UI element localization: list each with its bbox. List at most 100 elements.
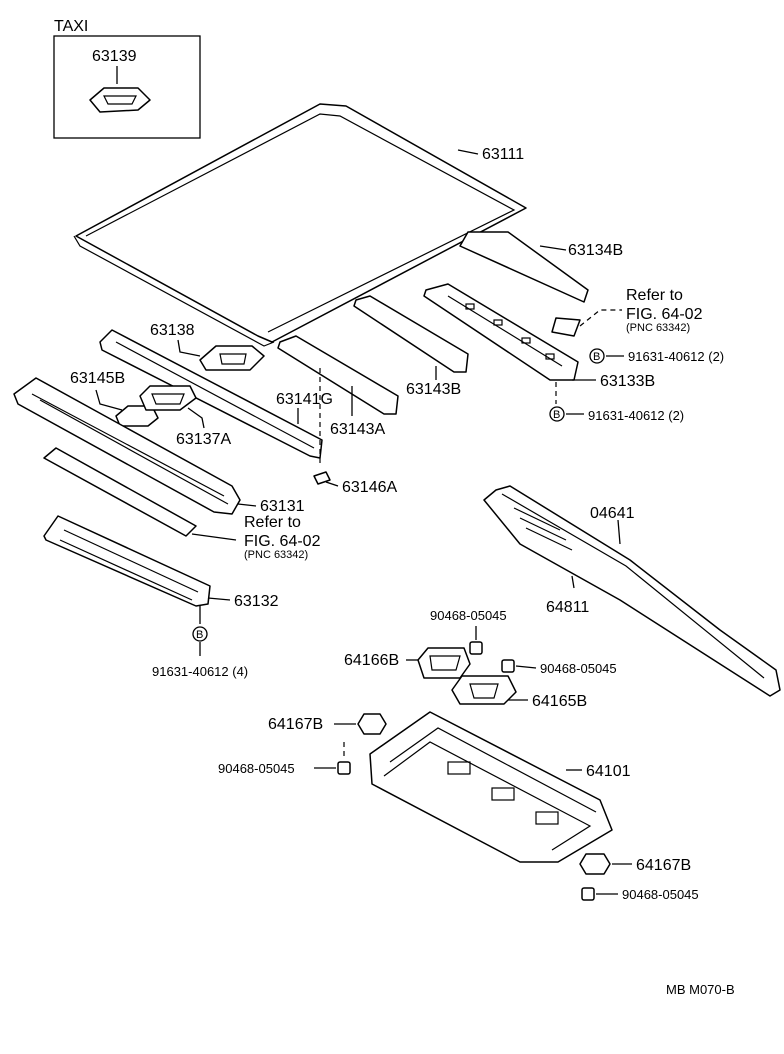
label-nut3: 90468-05045: [218, 761, 295, 776]
label-64166B: 64166B: [344, 652, 399, 669]
part-04641-vent-line: [519, 517, 567, 541]
clip-b-icon: [192, 626, 208, 642]
label-nut1: 90468-05045: [430, 608, 507, 623]
part-64101-back-panel: [369, 711, 613, 863]
part-63133B-rail-line: [447, 295, 563, 367]
label-refer-lower: Refer to: [244, 514, 301, 531]
label-nut4: 90468-05045: [622, 887, 699, 902]
label-pnc-upper: (PNC 63342): [626, 322, 690, 334]
part-64165B: [451, 675, 517, 705]
label-clip1: 91631-40612 (2): [628, 349, 724, 364]
label-64101: 64101: [586, 763, 631, 780]
part-64166B: [417, 647, 471, 679]
part-63133B-hole: [545, 353, 555, 360]
part-64166B-detail: [429, 655, 461, 671]
label-64167B-upper: 64167B: [268, 716, 323, 733]
label-63138: 63138: [150, 322, 195, 339]
leader-04641: [617, 519, 621, 545]
part-63143B-roof-bow: [353, 295, 469, 373]
part-63143A-roof-bow: [277, 335, 399, 415]
part-63132-panel-line: [63, 529, 199, 593]
leader-refer-lower: [191, 533, 237, 541]
part-63131-header-line: [31, 393, 225, 497]
label-64167B-lower: 64167B: [636, 857, 691, 874]
leader-refer-upper: [579, 309, 622, 327]
part-63139-detail: [103, 95, 137, 105]
label-63141G: 63141G: [276, 391, 333, 408]
label-63145B: 63145B: [70, 370, 125, 387]
part-63133B-hole: [465, 303, 475, 310]
part-63146A: [313, 471, 331, 485]
leader-63138: [177, 339, 201, 357]
nut-90468-icon: [469, 641, 483, 655]
part-63111-roof-inner-edge: [85, 113, 516, 333]
nut-90468-icon: [581, 887, 595, 901]
part-64101-opening: [535, 811, 559, 825]
part-63132-panel-line: [59, 539, 193, 601]
label-63143B: 63143B: [406, 381, 461, 398]
part-04641-vent-line: [525, 527, 573, 551]
label-63134B: 63134B: [568, 242, 623, 259]
label-nut2: 90468-05045: [540, 661, 617, 676]
part-64167B-lower: [579, 853, 611, 875]
part-64101-opening: [447, 761, 471, 775]
label-clip2: 91631-40612 (2): [588, 408, 684, 423]
part-63134B-rear-header: [459, 231, 589, 303]
clip-b-icon: [549, 406, 565, 422]
leader-63132: [207, 597, 231, 601]
clip-b-letter: B: [593, 351, 600, 363]
part-64167B-upper: [357, 713, 387, 735]
label-fig-upper: FIG. 64-02: [626, 306, 703, 323]
part-63139: [89, 87, 151, 113]
part-63138-detail: [219, 353, 247, 365]
part-64165B-detail: [469, 683, 499, 699]
label-63132: 63132: [234, 593, 279, 610]
clip-b-letter: B: [196, 629, 203, 641]
clip-b-letter: B: [553, 409, 560, 421]
nut-90468-icon: [501, 659, 515, 673]
leader-63137A: [187, 407, 205, 429]
part-64101-panel-line: [389, 727, 597, 813]
label-63139: 63139: [92, 48, 137, 65]
leader-64811: [571, 575, 575, 589]
part-63137A: [139, 385, 197, 411]
label-63111: 63111: [482, 146, 524, 163]
part-63342-ref-upper: [551, 317, 581, 337]
clip-b-icon: [589, 348, 605, 364]
label-64165B: 64165B: [532, 693, 587, 710]
label-refer-upper: Refer to: [626, 287, 683, 304]
label-64811: 64811: [546, 599, 589, 616]
part-04641-quarter-panel: [483, 485, 781, 697]
part-63133B-hole: [521, 337, 531, 344]
nut-90468-icon: [337, 761, 351, 775]
label-63131: 63131: [260, 498, 305, 515]
part-63111-roof-lip: [73, 235, 275, 347]
leader-nut2: [515, 665, 537, 669]
part-63111-roof-panel: [75, 103, 527, 343]
leader-63145B: [95, 389, 123, 411]
leader-63131: [237, 503, 257, 507]
part-64101-panel-line: [383, 741, 592, 851]
label-63143A: 63143A: [330, 421, 385, 438]
part-63141G-rail-line: [115, 341, 315, 449]
taxi-inset-box: [53, 35, 201, 139]
leader-63146A: [325, 481, 339, 487]
leader-63111: [457, 149, 479, 155]
leader-63134B: [539, 245, 567, 251]
part-04641-panel-edge: [501, 493, 765, 679]
label-63146A: 63146A: [342, 479, 397, 496]
part-64101-opening: [491, 787, 515, 801]
part-63138: [199, 345, 265, 371]
diagram-code: MB M070-B: [666, 982, 735, 997]
label-63133B: 63133B: [600, 373, 655, 390]
part-63342-ref-lower: [43, 447, 197, 537]
label-clip3: 91631-40612 (4): [152, 664, 248, 679]
label-04641: 04641: [590, 505, 635, 522]
part-63137A-detail: [151, 393, 185, 405]
part-63131-header-line: [39, 399, 229, 505]
part-04641-vent-line: [513, 507, 561, 531]
part-63132-front-panel: [43, 515, 211, 607]
label-taxi: TAXI: [54, 18, 88, 35]
